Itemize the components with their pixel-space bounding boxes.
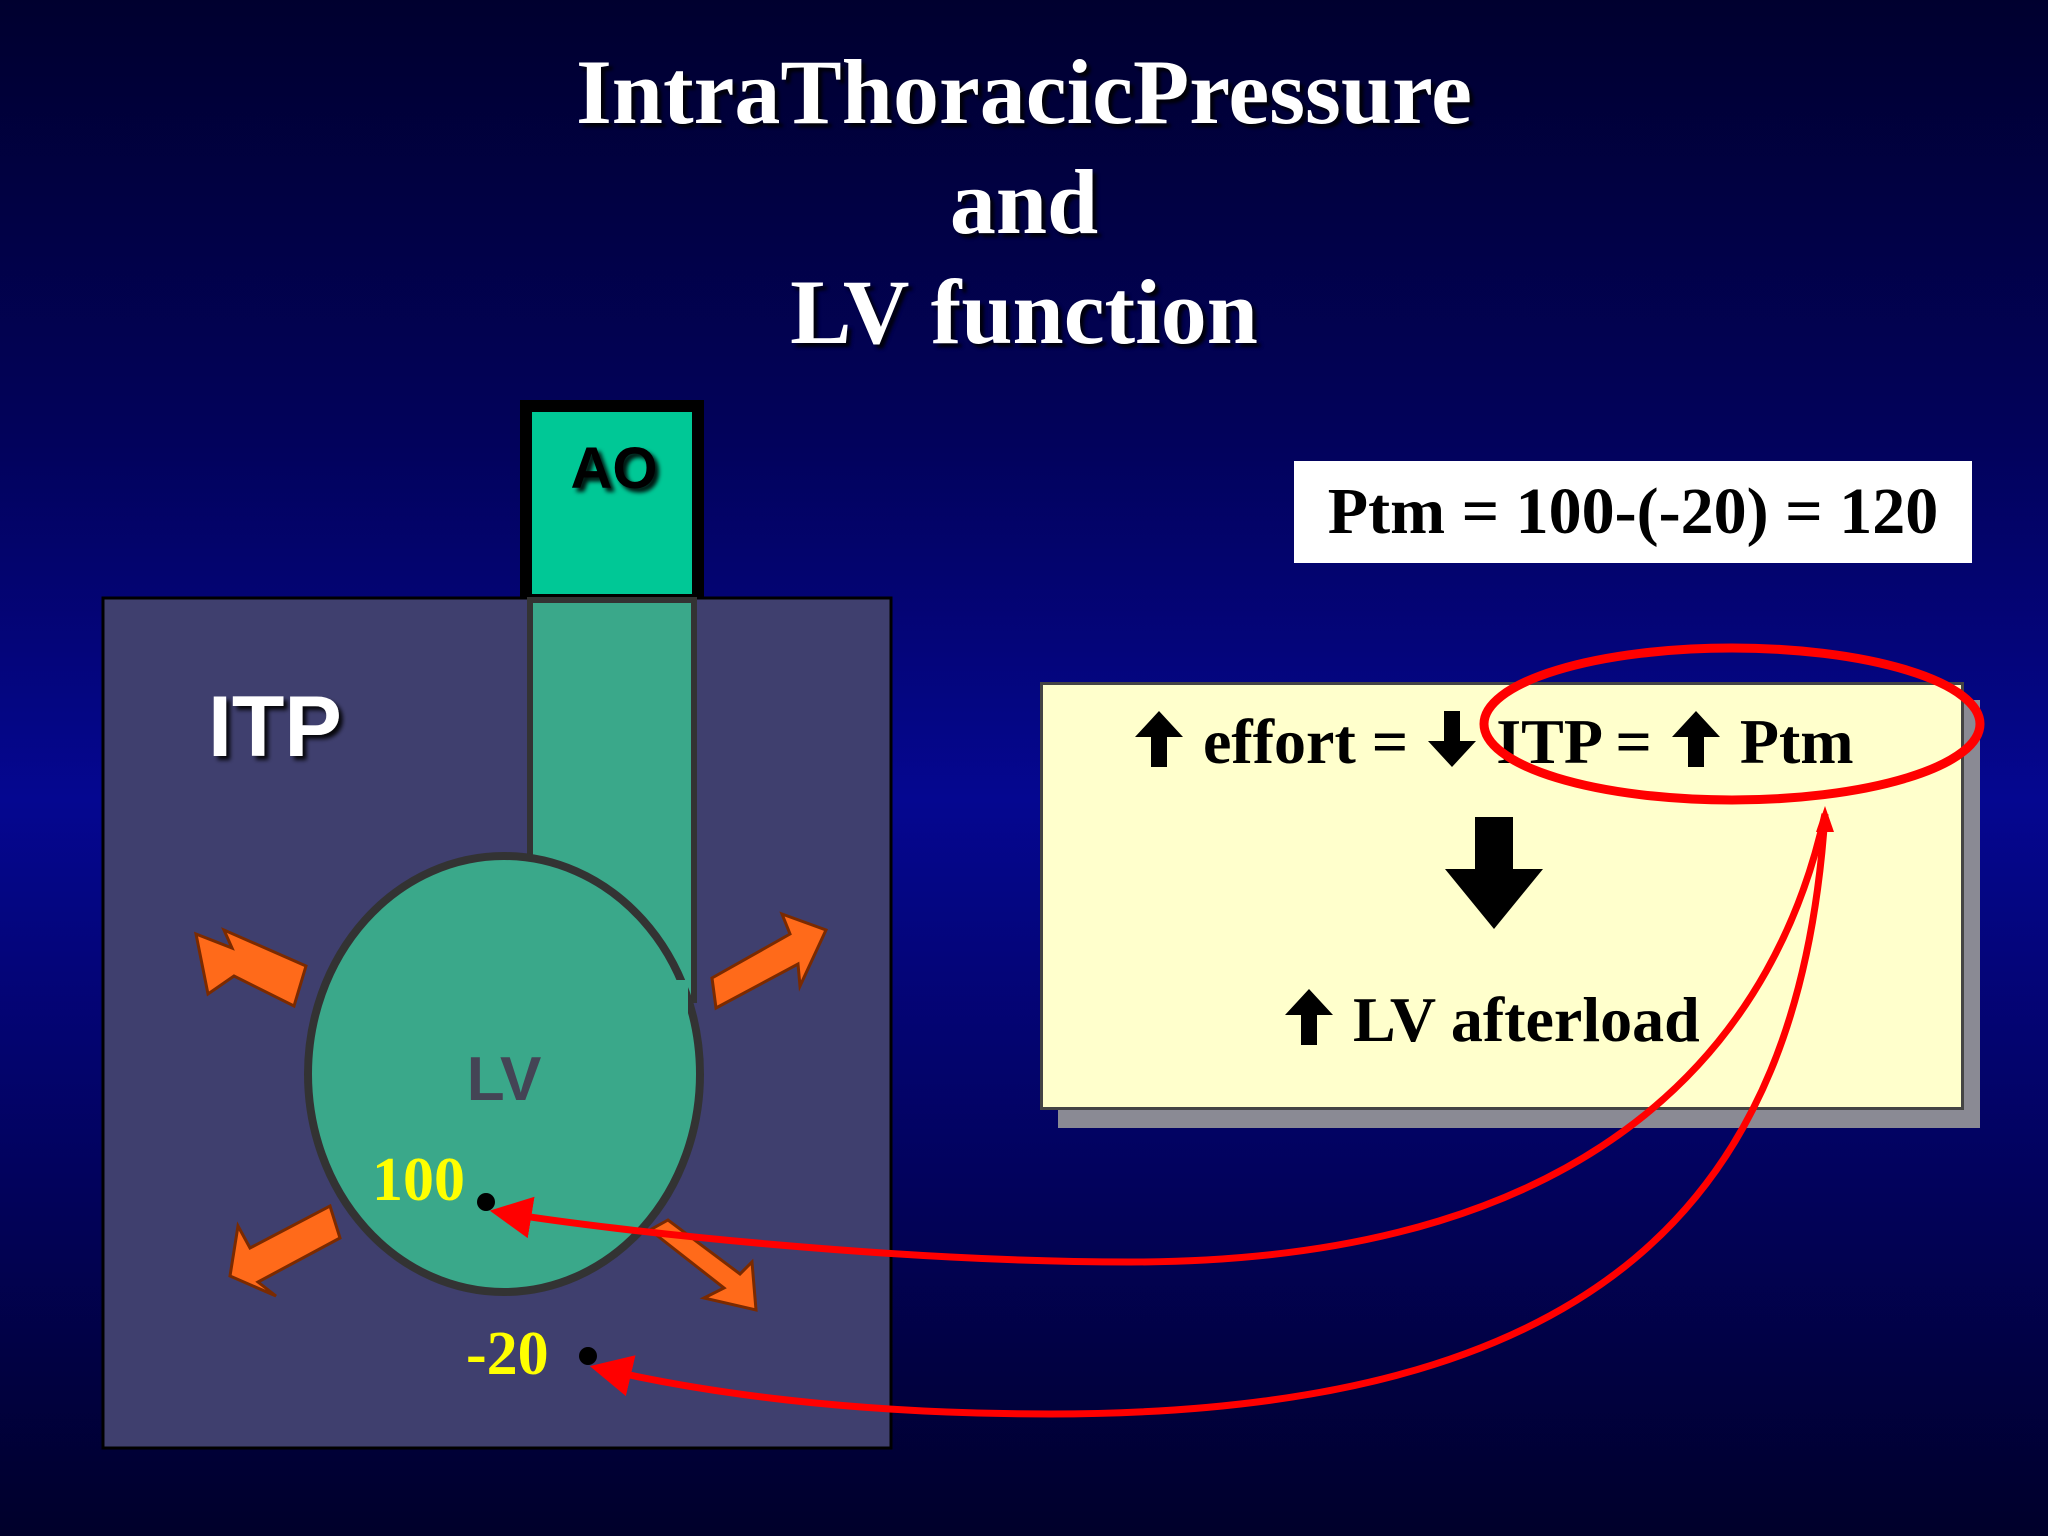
itp-text: ITP <box>1496 706 1600 777</box>
equals-sign: = <box>1371 706 1409 777</box>
ptm-text: Ptm <box>1739 706 1854 777</box>
itp-pressure-value: -20 <box>466 1320 549 1388</box>
down-arrow-icon <box>1428 711 1477 767</box>
ptm-formula-box: Ptm = 100-(-20) = 120 <box>1294 461 1972 563</box>
up-arrow-icon <box>1671 711 1720 767</box>
down-arrow-icon <box>1445 817 1543 929</box>
red-curved-arrow-icon <box>489 813 1829 1266</box>
title-line-1: IntraThoracicPressure <box>575 41 1472 143</box>
effort-text: effort <box>1203 706 1356 777</box>
orange-expansion-arrow-icon <box>647 1218 758 1312</box>
ptm-highlight-circle <box>1479 643 1985 805</box>
orange-expansion-arrow-icon <box>193 927 308 1009</box>
red-curved-arrow-icon <box>589 813 1829 1418</box>
orange-expansion-arrow-icon <box>228 1203 342 1298</box>
ao-label: AO <box>571 436 658 501</box>
title-line-3: LV function <box>790 261 1258 363</box>
lv-label: LV <box>467 1045 542 1114</box>
lv-chamber <box>304 852 704 1296</box>
orange-expansion-arrow-icon <box>710 911 829 1011</box>
effect-line-2: LV afterload <box>1281 983 1700 1057</box>
up-arrow-icon <box>1135 711 1183 767</box>
equals-sign: = <box>1615 706 1652 777</box>
red-arrowhead-icon <box>1816 806 1834 832</box>
up-arrow-icon <box>1285 989 1333 1045</box>
itp-label: ITP <box>208 679 342 775</box>
lv-pressure-value: 100 <box>372 1146 465 1214</box>
ptm-formula-text: Ptm = 100-(-20) = 120 <box>1327 475 1939 548</box>
lv-afterload-text: LV afterload <box>1353 984 1700 1055</box>
title-line-2: and <box>949 151 1099 253</box>
effect-line-1: effort = ITP = Ptm <box>1131 705 1854 779</box>
